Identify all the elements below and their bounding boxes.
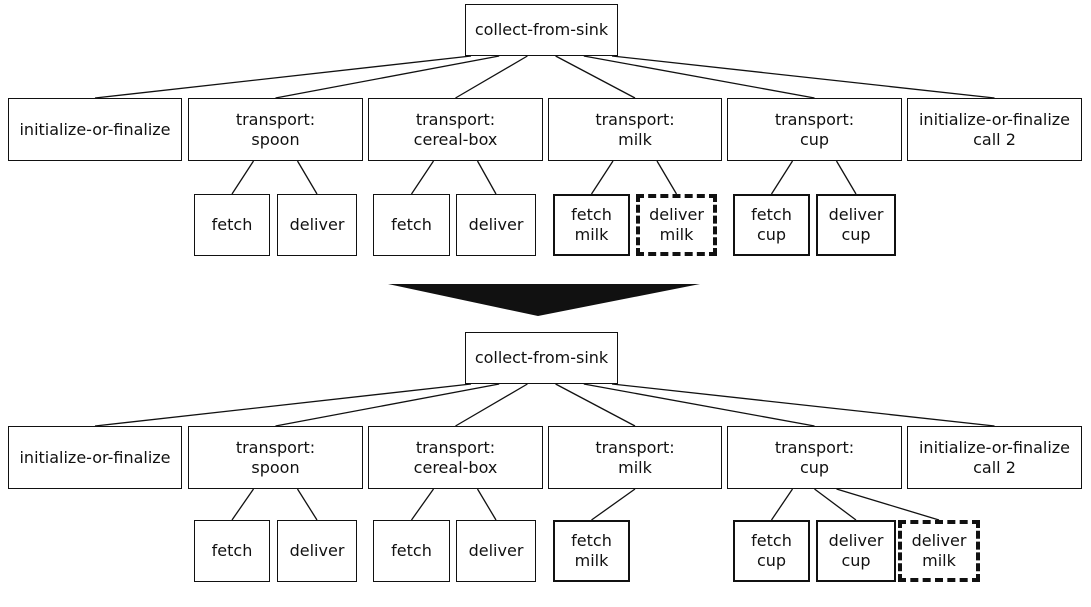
before-leaf-edge-transport-cup-1 <box>770 160 794 195</box>
before-leaf-edge-transport-cereal-box-2 <box>476 160 497 195</box>
after-leaf-node-deliver: deliver <box>456 520 536 582</box>
after-root-edge-2 <box>275 383 500 427</box>
after-leaf-edge-transport-spoon-2 <box>296 488 318 521</box>
after-task-node-transport-cup: transport: cup <box>727 426 902 489</box>
before-root-edge-4 <box>555 55 636 99</box>
after-leaf-node-fetch: fetch <box>194 520 270 582</box>
after-leaf-node-deliver-cup: deliver cup <box>816 520 896 582</box>
before-leaf-node-deliver-cup: deliver cup <box>816 194 896 256</box>
before-leaf-edge-transport-cereal-box-1 <box>410 160 435 195</box>
before-task-node-transport-cereal-box: transport: cereal-box <box>368 98 543 161</box>
before-leaf-node-deliver: deliver <box>277 194 357 256</box>
before-leaf-edge-transport-milk-1 <box>590 160 614 195</box>
after-task-node-initialize-or-finalize: initialize-or-finalize <box>8 426 182 489</box>
after-leaf-edge-transport-cup-3 <box>836 488 940 521</box>
after-leaf-node-fetch: fetch <box>373 520 450 582</box>
before-leaf-node-fetch: fetch <box>194 194 270 256</box>
after-task-node-transport-cereal-box: transport: cereal-box <box>368 426 543 489</box>
before-task-node-transport-cup: transport: cup <box>727 98 902 161</box>
before-leaf-edge-transport-spoon-1 <box>231 160 255 195</box>
after-root-edge-3 <box>455 383 528 427</box>
before-leaf-node-fetch-milk: fetch milk <box>553 194 630 256</box>
after-leaf-edge-transport-cup-2 <box>814 488 857 521</box>
before-leaf-edge-transport-spoon-2 <box>296 160 318 195</box>
before-task-node-transport-spoon: transport: spoon <box>188 98 363 161</box>
after-root-edge-1 <box>94 383 472 427</box>
before-root-node: collect-from-sink <box>465 4 618 56</box>
after-root-edge-4 <box>555 383 636 427</box>
before-task-node-initialize-or-finalize-call-2: initialize-or-finalize call 2 <box>907 98 1082 161</box>
after-root-edge-6 <box>611 383 995 427</box>
before-task-node-transport-milk: transport: milk <box>548 98 722 161</box>
before-root-edge-3 <box>455 55 528 99</box>
after-leaf-edge-transport-cereal-box-2 <box>476 488 497 521</box>
after-leaf-node-deliver: deliver <box>277 520 357 582</box>
after-leaf-node-fetch-cup: fetch cup <box>733 520 810 582</box>
after-leaf-node-fetch-milk: fetch milk <box>553 520 630 582</box>
before-leaf-node-fetch-cup: fetch cup <box>733 194 810 256</box>
before-root-edge-1 <box>94 55 472 99</box>
after-task-node-transport-milk: transport: milk <box>548 426 722 489</box>
after-task-node-initialize-or-finalize-call-2: initialize-or-finalize call 2 <box>907 426 1082 489</box>
before-leaf-node-deliver-milk: deliver milk <box>636 194 717 256</box>
before-leaf-node-fetch: fetch <box>373 194 450 256</box>
before-root-edge-2 <box>275 55 500 99</box>
transition-arrow <box>388 284 700 316</box>
before-leaf-node-deliver: deliver <box>456 194 536 256</box>
after-leaf-node-deliver-milk: deliver milk <box>898 520 980 582</box>
after-root-node: collect-from-sink <box>465 332 618 384</box>
before-root-edge-6 <box>611 55 995 99</box>
after-leaf-edge-transport-milk-1 <box>591 488 636 521</box>
after-leaf-edge-transport-spoon-1 <box>231 488 255 521</box>
after-leaf-edge-transport-cereal-box-1 <box>410 488 435 521</box>
before-leaf-edge-transport-milk-2 <box>656 160 678 195</box>
after-task-node-transport-spoon: transport: spoon <box>188 426 363 489</box>
after-root-edge-5 <box>583 383 815 427</box>
before-root-edge-5 <box>583 55 815 99</box>
before-task-node-initialize-or-finalize: initialize-or-finalize <box>8 98 182 161</box>
after-leaf-edge-transport-cup-1 <box>770 488 794 521</box>
before-leaf-edge-transport-cup-2 <box>835 160 857 195</box>
